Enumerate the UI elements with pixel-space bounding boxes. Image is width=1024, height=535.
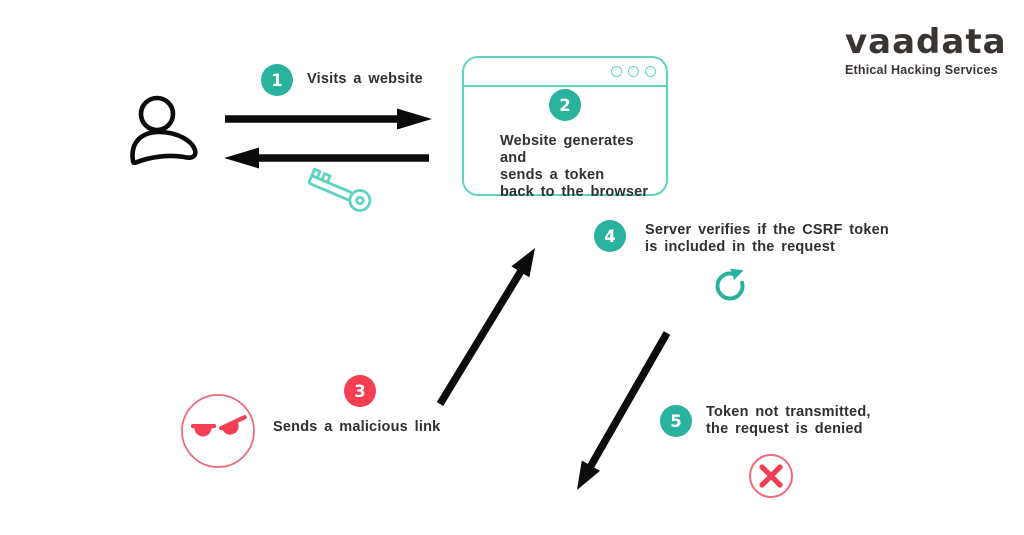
arrow-denied-down: [577, 331, 671, 490]
step-2-badge: 2: [549, 89, 581, 121]
step-2-label: Website generates and sends a token back…: [500, 133, 649, 200]
brand-logo: vaadata Ethical Hacking Services: [845, 22, 1007, 77]
key-hole: [355, 195, 365, 206]
arrow-request-right: [225, 108, 432, 130]
step-3-label: Sends a malicious link: [273, 419, 441, 435]
user-icon: [130, 95, 198, 166]
arrow-malicious-up: [436, 248, 535, 406]
step-5-label: Token not transmitted, the request is de…: [706, 404, 871, 437]
key-shaft: [307, 174, 354, 202]
arrow-head: [577, 460, 600, 490]
brand-tagline: Ethical Hacking Services: [845, 63, 998, 77]
face-outline: [181, 394, 255, 468]
user-head: [138, 95, 176, 133]
user-body: [130, 129, 198, 166]
refresh-arc: [715, 271, 745, 301]
right-eye-group: [219, 415, 247, 435]
arrow-head: [397, 108, 432, 130]
step-1-badge: 1: [261, 64, 293, 96]
key-tooth: [310, 167, 322, 180]
browser-window: 2 Website generates and sends a token ba…: [462, 56, 668, 200]
step-1-label: Visits a website: [307, 71, 423, 87]
x-stroke: [759, 464, 783, 488]
arrow-head: [224, 147, 259, 169]
brand-wordmark: vaadata: [845, 22, 1007, 62]
arrow-shaft: [436, 268, 525, 406]
left-eye: [194, 428, 212, 437]
key-icon: [307, 167, 372, 212]
arrow-shaft: [586, 331, 671, 470]
right-eye: [222, 422, 239, 435]
window-control-dot: [628, 66, 639, 77]
step-3-badge: 3: [344, 375, 376, 407]
key-tooth: [320, 172, 332, 184]
angry-face-icon: [181, 394, 255, 468]
window-control-dot: [611, 66, 622, 77]
angry-eyes: [191, 415, 247, 437]
arrow-head: [511, 248, 535, 278]
step-5-badge: 5: [660, 405, 692, 437]
browser-titlebar: [464, 58, 666, 87]
window-control-dot: [645, 66, 656, 77]
refresh-arrowhead: [730, 268, 744, 280]
step-4-badge: 4: [594, 220, 626, 252]
x-circle-outline: [749, 454, 793, 498]
x-circle-icon: [749, 454, 793, 498]
key-shape: [307, 167, 372, 212]
right-brow: [219, 415, 247, 431]
left-brow: [191, 424, 216, 429]
refresh-arrow-icon: [715, 268, 745, 301]
step-4-label: Server verifies if the CSRF token is inc…: [645, 222, 889, 255]
arrow-response-left: [224, 147, 429, 169]
